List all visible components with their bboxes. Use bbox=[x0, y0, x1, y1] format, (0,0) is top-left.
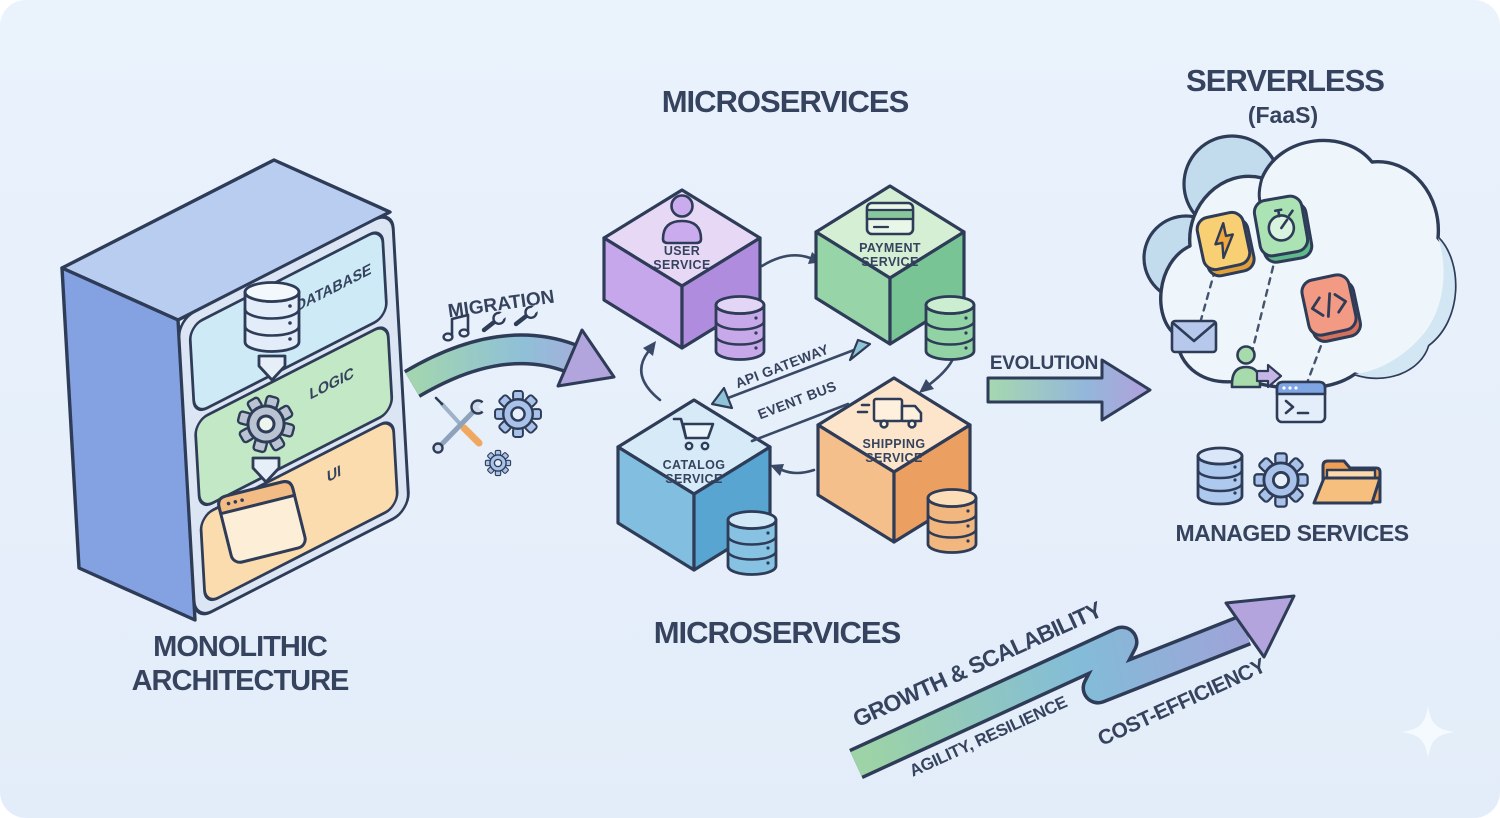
managed-database-icon bbox=[1196, 446, 1244, 506]
microservices-title-bottom: MICROSERVICES bbox=[654, 615, 901, 650]
sparkle-icon bbox=[1402, 706, 1454, 758]
monolith-block: DATABASE LOGIC UI bbox=[60, 158, 410, 622]
migration-arrow: MIGRATION bbox=[403, 287, 616, 477]
gear-icon bbox=[236, 394, 296, 454]
payment-database-icon bbox=[924, 295, 976, 361]
catalog-database-icon bbox=[726, 510, 778, 576]
wrench-icon bbox=[513, 304, 541, 327]
crossed-tools-icon bbox=[432, 396, 491, 454]
trigger-line bbox=[1305, 333, 1327, 385]
gear-icon bbox=[493, 389, 543, 439]
monolith-layer-logic bbox=[194, 326, 394, 507]
catalog-service-cube: CATALOG SERVICE bbox=[616, 398, 772, 572]
terminal-icon bbox=[1275, 380, 1327, 424]
growth-arrow: GROWTH & SCALABILITY AGILITY, RESILIENCE… bbox=[849, 594, 1296, 781]
shipping-database-icon bbox=[926, 488, 978, 554]
folder-icon bbox=[1312, 459, 1382, 505]
shipping-service-label-line2: SERVICE bbox=[865, 451, 922, 465]
payment-service-label-line2: SERVICE bbox=[861, 255, 918, 269]
trigger-line bbox=[1195, 268, 1217, 336]
credit-card-icon bbox=[865, 201, 915, 236]
wrench-icon bbox=[481, 310, 509, 333]
cloud-shading bbox=[1355, 238, 1455, 378]
user-arrow-icon bbox=[1230, 345, 1283, 389]
truck-icon bbox=[856, 397, 923, 429]
chevron-down-icon bbox=[257, 354, 287, 382]
code-icon bbox=[1310, 292, 1348, 318]
envelope-icon bbox=[1170, 319, 1218, 354]
monolith-side-face bbox=[60, 266, 197, 622]
serverless-title: SERVERLESS bbox=[1186, 63, 1384, 98]
catalog-service-label-line2: SERVICE bbox=[665, 472, 722, 486]
stopwatch-icon bbox=[1267, 208, 1296, 242]
catalog-service-label-line1: CATALOG bbox=[663, 458, 726, 472]
event-bus-label: EVENT BUS bbox=[755, 378, 838, 423]
bus-arrowhead-left bbox=[710, 386, 734, 410]
gear-icon bbox=[484, 449, 512, 477]
shipping-service-label-line1: SHIPPING bbox=[863, 437, 926, 451]
user-service-label-line1: USER bbox=[664, 244, 700, 258]
code-function-tile bbox=[1300, 273, 1362, 343]
user-database-icon bbox=[714, 295, 766, 361]
payment-service-label-line1: PAYMENT bbox=[859, 241, 921, 255]
growth-arrowhead bbox=[1224, 594, 1296, 659]
database-icon bbox=[243, 281, 301, 353]
serverless-subtitle: (FaaS) bbox=[1248, 102, 1318, 128]
migration-arrowhead bbox=[556, 328, 616, 388]
monolith-title-line2: ARCHITECTURE bbox=[132, 665, 349, 697]
trigger-line bbox=[1248, 253, 1278, 362]
music-note-icon bbox=[442, 313, 470, 342]
user-service-label-line2: SERVICE bbox=[653, 258, 710, 272]
microservices-title-top: MICROSERVICES bbox=[662, 84, 909, 119]
evolution-arrow: EVOLUTION bbox=[986, 353, 1152, 422]
cart-icon bbox=[672, 417, 715, 451]
payment-service-cube: PAYMENT SERVICE bbox=[814, 184, 966, 346]
managed-services-label: MANAGED SERVICES bbox=[1175, 520, 1408, 546]
evolution-label: EVOLUTION bbox=[990, 353, 1098, 374]
shipping-service-cube: SHIPPING SERVICE bbox=[816, 376, 972, 544]
layer-label-ui: UI bbox=[327, 462, 342, 486]
monolith-title-line1: MONOLITHIC bbox=[153, 631, 328, 663]
managed-gear-icon bbox=[1252, 451, 1310, 509]
user-service-cube: USER SERVICE bbox=[602, 188, 762, 350]
stopwatch-function-tile bbox=[1252, 194, 1314, 264]
browser-icon bbox=[217, 480, 307, 564]
bolt-function-tile bbox=[1195, 210, 1256, 278]
bus-arrowhead-right bbox=[848, 338, 872, 362]
bolt-icon bbox=[1214, 221, 1234, 260]
chevron-down-icon bbox=[251, 456, 281, 484]
user-icon bbox=[661, 194, 703, 245]
